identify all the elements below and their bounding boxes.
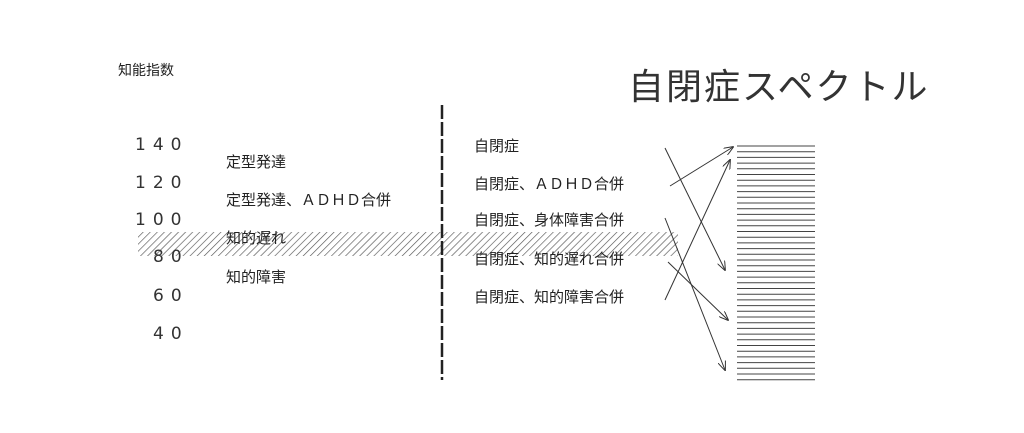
diagram-title: 自閉症スペクトル: [628, 67, 930, 108]
y-tick: 120: [135, 173, 189, 193]
y-tick: 60: [153, 286, 189, 306]
y-tick: 40: [153, 324, 189, 344]
right-label: 自閉症、身体障害合併: [474, 211, 625, 229]
y-tick: 140: [135, 135, 189, 155]
right-label: 自閉症: [474, 137, 520, 155]
left-label: 定型発達: [226, 153, 287, 171]
right-label: 自閉症、ＡＤＨＤ合併: [474, 175, 625, 193]
arrow: [664, 160, 730, 301]
hatched-band: [138, 232, 678, 256]
arrow: [664, 217, 725, 370]
right-label: 自閉症、知的遅れ合併: [474, 250, 625, 268]
left-label: 知的遅れ: [226, 229, 287, 247]
y-axis-title: 知能指数: [118, 63, 174, 79]
arrow: [664, 147, 725, 270]
y-tick: 80: [153, 247, 189, 267]
right-label: 自閉症、知的障害合併: [474, 288, 625, 306]
spectrum-stripes: [737, 145, 815, 381]
left-label: 知的障害: [226, 268, 287, 286]
left-label: 定型発達、ＡＤＨＤ合併: [226, 191, 392, 209]
arrow: [669, 147, 733, 187]
arrow: [667, 261, 728, 320]
y-tick: 100: [135, 210, 189, 230]
